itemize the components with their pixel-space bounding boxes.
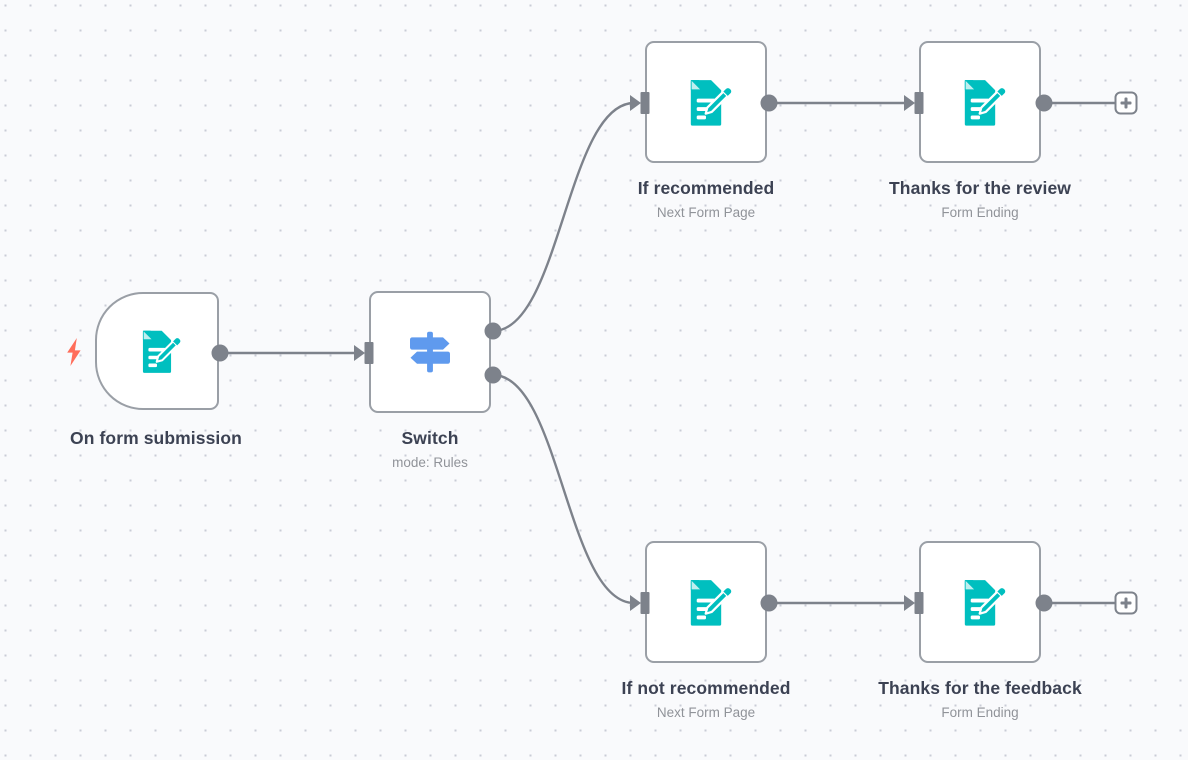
node-subtitle: Form Ending [941, 705, 1019, 720]
node-subtitle: Form Ending [941, 205, 1019, 220]
form-ending-icon [964, 80, 1006, 126]
input-arrow-thanks-for-the-review-icon [904, 95, 915, 111]
node-subtitle: mode: Rules [392, 455, 468, 470]
node-label-on-form-submission: On form submission [70, 427, 242, 449]
node-if-recommended[interactable] [645, 41, 767, 163]
node-title: Thanks for the feedback [878, 678, 1082, 698]
node-if-not-recommended[interactable] [645, 541, 767, 663]
switch-signpost-icon [410, 331, 450, 373]
connector-switch-output-1 [491, 373, 636, 605]
node-on-form-submission[interactable] [95, 292, 219, 410]
form-trigger-icon [142, 330, 181, 373]
add-node-button-top[interactable] [1114, 91, 1138, 115]
node-label-switch: Switch mode: Rules [392, 427, 468, 472]
trigger-lightning-bolt-icon [67, 338, 81, 366]
input-arrow-if-recommended-icon [630, 95, 641, 111]
add-node-button-bottom[interactable] [1114, 591, 1138, 615]
node-title: If recommended [637, 178, 775, 198]
node-thanks-for-the-review[interactable] [919, 41, 1041, 163]
node-title: If not recommended [621, 678, 791, 698]
node-label-if-recommended: If recommended Next Form Page [638, 177, 775, 222]
connector-switch-output-0 [491, 101, 636, 333]
node-subtitle: Next Form Page [656, 705, 756, 720]
output-port-if-not-recommended[interactable] [760, 594, 778, 612]
node-thanks-for-the-feedback[interactable] [919, 541, 1041, 663]
input-port-thanks-for-the-feedback[interactable] [914, 592, 924, 614]
input-port-if-not-recommended[interactable] [640, 592, 650, 614]
node-title: Thanks for the review [888, 178, 1072, 198]
output-port-if-recommended[interactable] [760, 94, 778, 112]
node-title: On form submission [70, 428, 242, 448]
input-arrow-switch-icon [354, 345, 365, 361]
node-switch[interactable] [369, 291, 491, 413]
output-port-switch-1[interactable] [484, 366, 502, 384]
output-port-thanks-for-the-feedback[interactable] [1035, 594, 1053, 612]
form-ending-icon [964, 580, 1006, 626]
form-page-icon [690, 580, 732, 626]
output-port-switch-0[interactable] [484, 322, 502, 340]
input-arrow-if-not-recommended-icon [630, 595, 641, 611]
node-label-if-not-recommended: If not recommended Next Form Page [621, 677, 790, 722]
input-port-if-recommended[interactable] [640, 92, 650, 114]
output-port-on-form-submission[interactable] [211, 344, 229, 362]
node-label-thanks-for-the-feedback: Thanks for the feedback Form Ending [878, 677, 1082, 722]
form-page-icon [690, 80, 732, 126]
node-subtitle: Next Form Page [656, 205, 756, 220]
input-arrow-thanks-for-the-feedback-icon [904, 595, 915, 611]
node-label-thanks-for-the-review: Thanks for the review Form Ending [889, 177, 1071, 222]
input-port-thanks-for-the-review[interactable] [914, 92, 924, 114]
output-port-thanks-for-the-review[interactable] [1035, 94, 1053, 112]
input-port-switch[interactable] [364, 342, 374, 364]
node-title: Switch [401, 428, 459, 448]
